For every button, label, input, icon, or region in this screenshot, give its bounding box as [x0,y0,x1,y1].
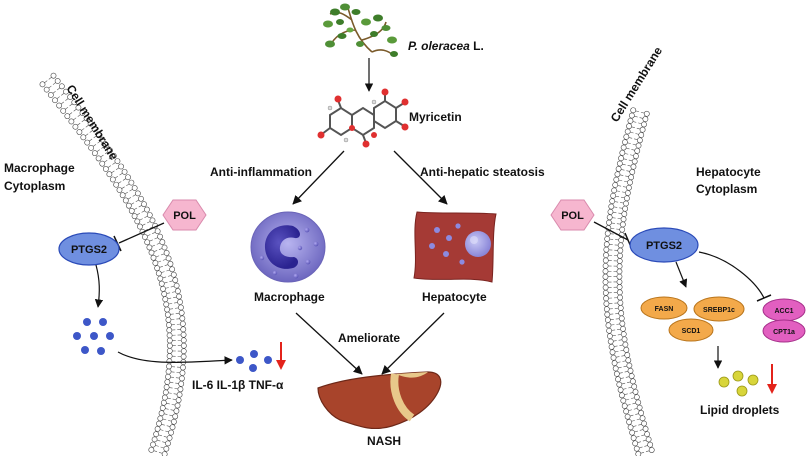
hepatocyte-cytoplasm-line1: Hepatocyte [696,165,761,179]
myricetin-to-hepatocyte-arrow [393,150,448,205]
ptgs2-inhibits-oxidation [698,251,765,299]
gene-cpt1a: CPT1a [762,319,806,343]
compound-name: Myricetin [409,110,462,124]
pathway-right-label: Anti-hepatic steatosis [420,165,545,179]
pathway-left-label: Anti-inflammation [210,165,312,179]
pol-right-label: POL [561,210,584,222]
ptgs2-left: PTGS2 [58,232,120,266]
hepatocyte-label: Hepatocyte [422,290,487,304]
lipid-droplets-label: Lipid droplets [700,403,780,417]
pol-inhibits-ptgs2-right [593,221,629,241]
cytokine-labels: IL-6 IL-1β TNF-α [192,378,284,392]
cytokine-dots-inside [73,318,114,355]
macrophage-cytoplasm-line1: Macrophage [4,161,75,175]
ameliorate-label: Ameliorate [338,331,400,345]
hepatocyte-cytoplasm-line2: Cytoplasm [696,182,757,196]
ptgs2-left-label: PTGS2 [71,244,107,256]
cytokine-dots-outside [236,350,272,372]
pol-inhibits-ptgs2-left [118,222,165,244]
macrophage-label: Macrophage [254,290,325,304]
svg-text:SCD1: SCD1 [682,328,701,335]
hepatocyte-cell [413,211,497,283]
ptgs2-right-label: PTGS2 [646,240,682,252]
left-cell-membrane [39,72,187,456]
gene-scd1: SCD1 [668,318,714,342]
ptgs2-right: PTGS2 [629,227,699,263]
svg-text:CPT1a: CPT1a [773,329,795,336]
gene-fasn: FASN [640,296,688,320]
gene-srebp1c: SREBP1c [693,296,745,322]
right-cell-membrane [602,107,655,456]
gene-acc1: ACC1 [762,298,806,322]
svg-text:ACC1: ACC1 [774,308,793,315]
cytokine-secretion-arrow [117,351,233,365]
disease-label: NASH [367,434,401,448]
svg-text:FASN: FASN [655,306,674,313]
hepatocyte-to-nash-arrow [381,312,445,375]
macrophage-cell [250,211,326,283]
lipid-droplet-dots [718,370,759,397]
myricetin-atoms [317,88,409,148]
pol-left-label: POL [173,210,196,222]
liver-illustration [317,371,442,430]
ptgs2-to-cytokines-arrow [94,264,104,308]
ptgs2-to-lipogenic-arrow [675,261,688,288]
right-membrane-label: Cell membrane [608,44,666,125]
pol-hexagon-right: POL [550,199,595,231]
plant-name: P. oleracea L. [408,39,484,53]
macrophage-to-nash-arrow [295,312,363,375]
macrophage-cytoplasm-line2: Cytoplasm [4,179,65,193]
pol-hexagon-left: POL [162,199,207,231]
myricetin-to-macrophage-arrow [292,150,345,205]
svg-text:SREBP1c: SREBP1c [703,307,735,314]
myricetin-molecule [321,93,405,144]
plant-illustration [323,3,398,57]
